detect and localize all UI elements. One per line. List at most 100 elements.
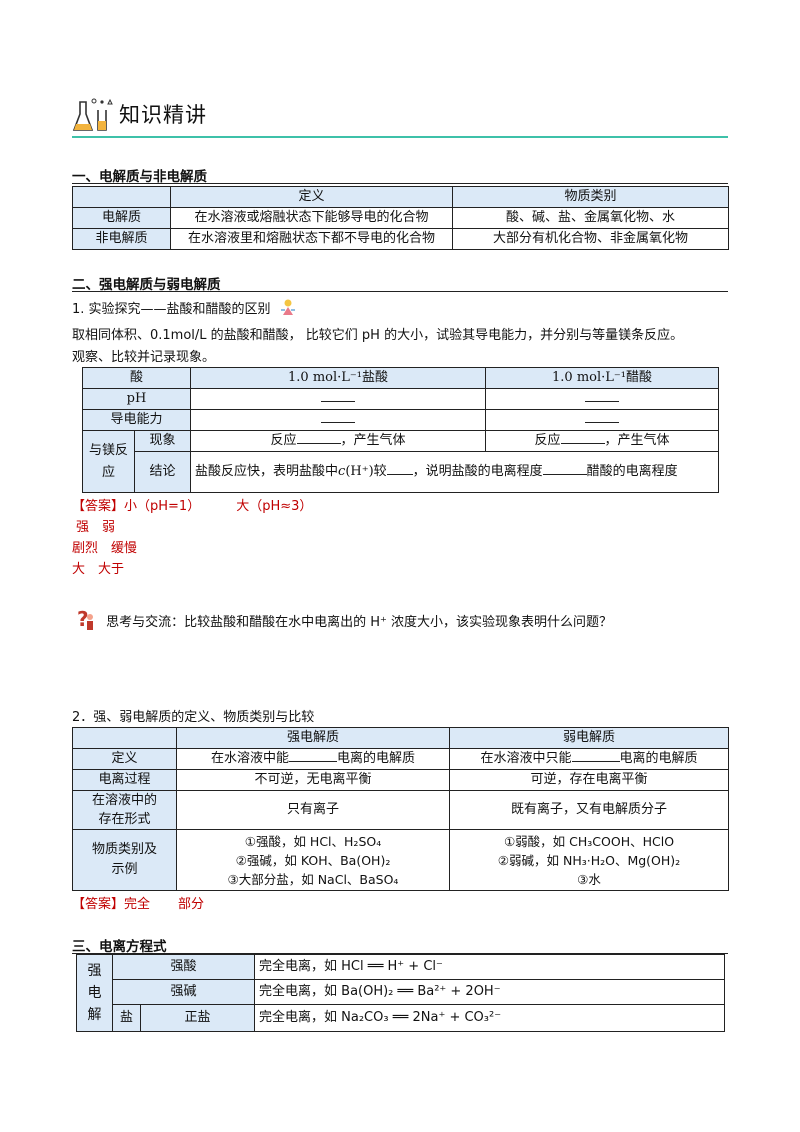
col-acid: 酸: [81, 367, 192, 389]
example-line: ①弱酸，如 CH₃COOH、HClO: [503, 833, 675, 849]
blank-cell: [485, 388, 720, 410]
header-weak: 弱电解质: [449, 727, 729, 749]
conclusion-h: (H⁺)较: [345, 464, 387, 479]
row-label-strong-base: 强碱: [111, 979, 256, 1005]
answer-text: 完全: [124, 897, 151, 912]
table-row: 物质类别及示例 ①强酸，如 HCl、H₂SO₄ ②强碱，如 KOH、Ba(OH)…: [72, 829, 729, 891]
equation-cell: 完全电离，如 HCl ══ H⁺ + Cl⁻: [254, 954, 726, 980]
comparison-table: 强电解质 弱电解质 定义 在水溶液中能电离的电解质 在水溶液中只能电离的电解质 …: [72, 727, 729, 891]
table-row: 在溶液中的存在形式 只有离子 既有离子，又有电解质分子: [72, 790, 729, 830]
table-row: 强电解 强酸 完全电离，如 HCl ══ H⁺ + Cl⁻: [76, 954, 726, 1032]
table-row: 与镁反应 现象 反应，产生气体 反应，产生气体: [82, 430, 720, 493]
table-cell: 既有离子，又有电解质分子: [449, 790, 729, 830]
question-person-icon: ?: [77, 607, 93, 631]
answer-line: 大 大于: [72, 562, 125, 577]
table-header-cell: 定义: [170, 186, 453, 208]
phenomenon-suffix: ，产生气体: [340, 433, 406, 448]
row-label-examples: 物质类别及示例: [72, 829, 177, 891]
examples-strong: ①强酸，如 HCl、H₂SO₄ ②强碱，如 KOH、Ba(OH)₂ ③大部分盐，…: [176, 829, 450, 891]
row-label-mg: 与镁反应: [82, 430, 135, 493]
example-line: ①强酸，如 HCl、H₂SO₄: [244, 833, 382, 849]
example-line: ③大部分盐，如 NaCl、BaSO₄: [227, 871, 399, 887]
table-row: 导电能力: [81, 409, 720, 431]
row-label-conclusion: 结论: [133, 451, 192, 493]
blank-cell: [190, 388, 487, 410]
conclusion-text: 醋酸的电离程度: [586, 464, 678, 479]
item1-paragraph-2: 观察、比较并记录现象。: [72, 350, 216, 365]
table-cell: 在水溶液或熔融状态下能够导电的化合物: [170, 207, 453, 229]
experiment-icon: [280, 299, 295, 315]
side-label: 强电解: [76, 954, 113, 1032]
table-cell: 酸、碱、盐、金属氧化物、水: [452, 207, 729, 229]
section3-divider: [72, 953, 728, 954]
col-hcl: 1.0 mol·L⁻¹盐酸: [190, 367, 487, 389]
col-ch3cooh: 1.0 mol·L⁻¹醋酸: [485, 367, 720, 389]
answer-line: 强 弱: [76, 520, 116, 535]
table-header-cell: [72, 727, 177, 749]
answer-block-2: 【答案】完全 部分: [72, 893, 204, 912]
examples-weak: ①弱酸，如 CH₃COOH、HClO ②弱碱，如 NH₃·H₂O、Mg(OH)₂…: [449, 829, 729, 891]
def-text: 电离的电解质: [337, 751, 416, 766]
row-label-strong-acid: 强酸: [111, 954, 256, 980]
section2-divider: [72, 291, 728, 292]
blank-cell: [190, 409, 487, 431]
section1-heading: 一、电解质与非电解质: [72, 169, 207, 185]
row-label-form: 在溶液中的存在形式: [72, 790, 177, 830]
conclusion-c: c: [338, 464, 346, 479]
table-header-cell: [72, 186, 171, 208]
def-text: 在水溶液中只能: [480, 751, 572, 766]
section3-heading: 三、电离方程式: [72, 939, 167, 955]
header-strong: 强电解质: [176, 727, 450, 749]
row-label: 电解质: [72, 207, 171, 229]
table-row: 盐 正盐 完全电离，如 Na₂CO₃ ══ 2Na⁺ + CO₃²⁻: [77, 1004, 726, 1032]
def-text: 电离的电解质: [619, 751, 698, 766]
row-label-normal-salt: 正盐: [139, 1004, 256, 1032]
table-row: pH: [81, 388, 720, 410]
page-title: 知识精讲: [119, 103, 207, 127]
row-label-ph: pH: [81, 388, 192, 410]
table-row: 非电解质 在水溶液里和熔融状态下都不导电的化合物 大部分有机化合物、非金属氧化物: [72, 228, 729, 250]
conclusion-text: ，说明盐酸的电离程度: [412, 464, 543, 479]
header-divider: [72, 136, 728, 138]
example-line: ②强碱，如 KOH、Ba(OH)₂: [235, 852, 391, 868]
ionization-table: 强电解 强酸 完全电离，如 HCl ══ H⁺ + Cl⁻ 强碱 完全电离，如 …: [76, 954, 726, 1032]
electrolyte-table: 定义 物质类别 电解质 在水溶液或熔融状态下能够导电的化合物 酸、碱、盐、金属氧…: [72, 186, 729, 250]
conclusion-text: 盐酸反应快，表明盐酸中: [195, 464, 339, 479]
equation-cell: 完全电离，如 Na₂CO₃ ══ 2Na⁺ + CO₃²⁻: [254, 1004, 726, 1032]
table-header-row: 强电解质 弱电解质: [72, 727, 729, 749]
item2-title: 2．强、弱电解质的定义、物质类别与比较: [72, 710, 315, 725]
equation-cell: 完全电离，如 Ba(OH)₂ ══ Ba²⁺ + 2OH⁻: [254, 979, 726, 1005]
answer-text: 部分: [178, 897, 205, 912]
item1-paragraph: 取相同体积、0.1mol/L 的盐酸和醋酸， 比较它们 pH 的大小，试验其导电…: [72, 328, 684, 343]
row-label-definition: 定义: [72, 748, 177, 770]
lab-flask-icon: [72, 98, 113, 131]
answer-text: 小（pH=1）: [124, 499, 201, 514]
answer-tag: 【答案】: [72, 499, 125, 514]
table-header-cell: 物质类别: [452, 186, 729, 208]
table-row: 电离过程 不可逆，无电离平衡 可逆，存在电离平衡: [72, 769, 729, 791]
section2-heading: 二、强电解质与弱电解质: [72, 277, 221, 293]
answer-text: 大（pH≈3）: [236, 499, 313, 514]
page-header: 知识精讲: [72, 92, 728, 138]
blank-cell: [485, 409, 720, 431]
experiment-table: 酸 1.0 mol·L⁻¹盐酸 1.0 mol·L⁻¹醋酸 pH 导电能力 与镁…: [81, 367, 720, 493]
row-label-process: 电离过程: [72, 769, 177, 791]
definition-weak: 在水溶液中只能 电离的电解质: [449, 748, 729, 770]
table-header-row: 酸 1.0 mol·L⁻¹盐酸 1.0 mol·L⁻¹醋酸: [81, 367, 720, 389]
row-label-phenomenon: 现象: [133, 430, 192, 452]
example-line: ③水: [577, 871, 601, 887]
svg-text:?: ?: [77, 608, 89, 631]
table-header-row: 定义 物质类别: [72, 186, 729, 208]
think-text: 思考与交流：比较盐酸和醋酸在水中电离出的 H⁺ 浓度大小，该实验现象表明什么问题…: [106, 615, 613, 630]
table-cell: 只有离子: [176, 790, 450, 830]
answer-block-1: 【答案】小（pH=1）大（pH≈3） 强 弱 剧烈 缓慢 大 大于: [72, 496, 312, 580]
def-text: 在水溶液中能: [210, 751, 289, 766]
table-cell: 可逆，存在电离平衡: [449, 769, 729, 791]
row-label-salt: 盐: [112, 1004, 141, 1032]
item1-title-text: 1. 实验探究——盐酸和醋酸的区别: [72, 302, 271, 317]
table-row: 电解质 在水溶液或熔融状态下能够导电的化合物 酸、碱、盐、金属氧化物、水: [72, 207, 729, 229]
answer-line: 【答案】小（pH=1） 大（pH≈3）: [72, 496, 312, 517]
item1-title: 1. 实验探究——盐酸和醋酸的区别: [72, 298, 297, 317]
think-block: ? 思考与交流：比较盐酸和醋酸在水中电离出的 H⁺ 浓度大小，该实验现象表明什么…: [74, 607, 613, 632]
answer-tag: 【答案】: [72, 897, 125, 912]
